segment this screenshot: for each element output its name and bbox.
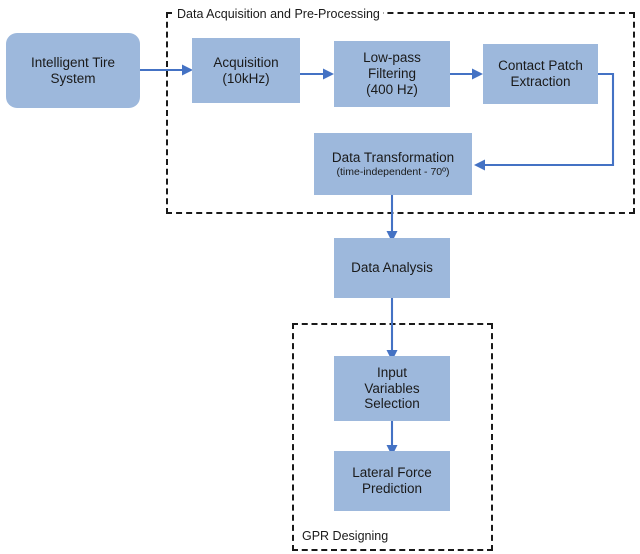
node-acquisition-line-1: Acquisition (213, 54, 279, 70)
node-data-analysis[interactable]: Data Analysis (334, 238, 450, 298)
node-input-variables-selection[interactable]: Input Variables Selection (334, 356, 450, 421)
node-low-pass-filtering-line-1: Low-pass (363, 50, 421, 66)
node-contact-patch-extraction-line-1: Contact Patch (498, 58, 583, 74)
node-acquisition[interactable]: Acquisition (10kHz) (192, 38, 300, 103)
node-intelligent-tire-system-line-2: System (50, 70, 96, 86)
node-low-pass-filtering[interactable]: Low-pass Filtering (400 Hz) (334, 41, 450, 107)
group-data-acquisition-box (166, 12, 635, 214)
node-contact-patch-extraction[interactable]: Contact Patch Extraction (483, 44, 598, 104)
node-lateral-force-prediction-line-1: Lateral Force (352, 465, 432, 481)
node-low-pass-filtering-line-3: (400 Hz) (366, 81, 418, 97)
node-input-variables-selection-line-1: Input (376, 364, 408, 380)
node-intelligent-tire-system[interactable]: Intelligent Tire System (6, 33, 140, 108)
node-data-transformation-subtitle: (time-independent - 70º) (336, 165, 450, 178)
node-data-transformation[interactable]: Data Transformation (time-independent - … (314, 133, 472, 195)
group-gpr-designing-label: GPR Designing (299, 529, 392, 543)
node-intelligent-tire-system-line-1: Intelligent Tire (30, 54, 116, 70)
node-lateral-force-prediction-line-2: Prediction (361, 481, 423, 496)
node-lateral-force-prediction[interactable]: Lateral Force Prediction (334, 451, 450, 511)
node-input-variables-selection-line-3: Selection (364, 396, 420, 412)
node-contact-patch-extraction-line-2: Extraction (510, 74, 571, 89)
group-data-acquisition-label: Data Acquisition and Pre-Processing (174, 7, 383, 21)
node-acquisition-line-2: (10kHz) (222, 70, 270, 86)
node-data-analysis-label: Data Analysis (351, 260, 433, 276)
node-data-transformation-title: Data Transformation (331, 149, 455, 165)
node-input-variables-selection-line-2: Variables (364, 380, 420, 396)
node-low-pass-filtering-line-2: Filtering (367, 66, 416, 82)
